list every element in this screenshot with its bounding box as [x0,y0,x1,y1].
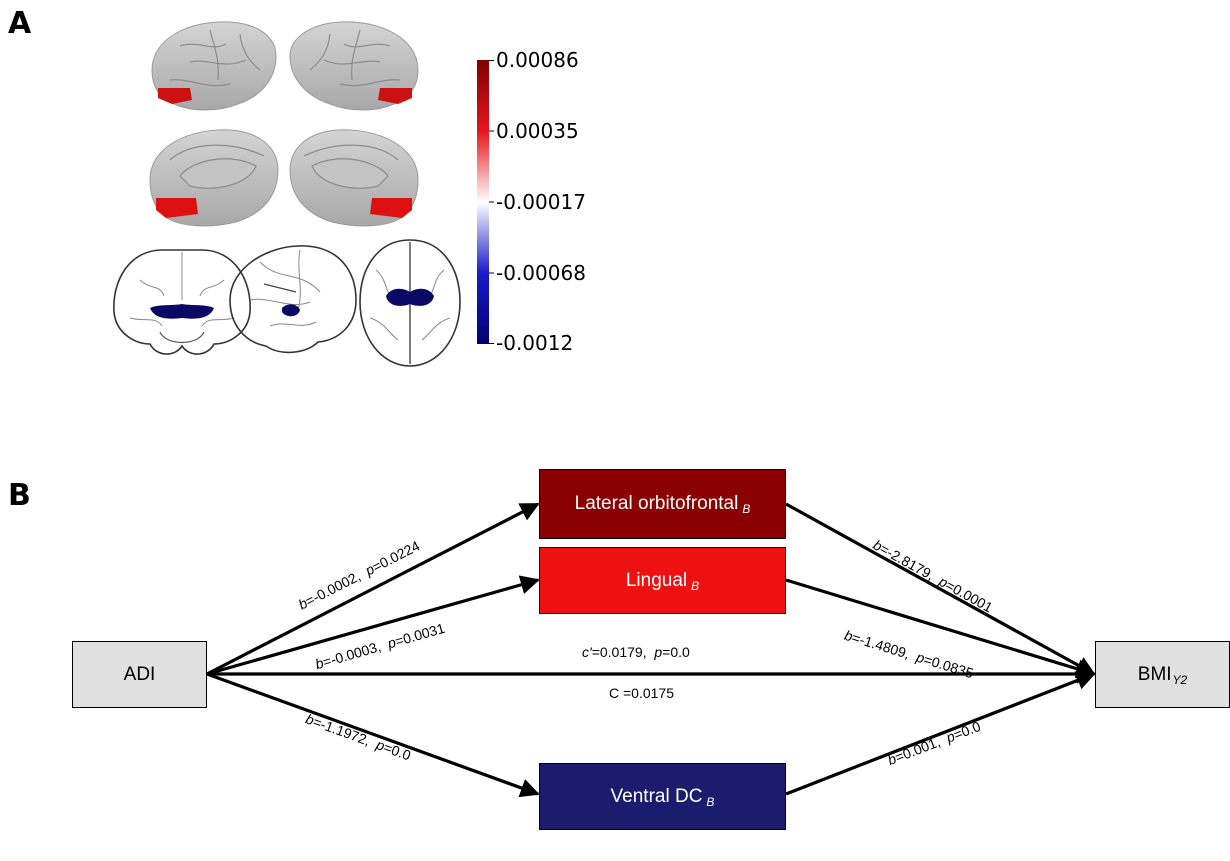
edge-label-total: C =0.0175 [609,685,674,701]
brain-renderings [113,21,461,367]
colorbar-tick-2: -0.00017 [496,190,586,214]
vdc-region-coronal [150,304,214,319]
lingual-region-right-medial [370,198,412,218]
right-hemisphere-medial [289,129,419,227]
node-bmi-label: BMI [1137,663,1172,685]
node-lingual-label: Lingual [625,569,688,591]
colorbar-tick-4: -0.0012 [496,331,574,355]
edge-direct-c-prime: 0.0179 [599,644,643,660]
left-hemisphere-lateral [151,21,277,111]
panel-a-label: A [8,6,32,41]
right-hemisphere-lateral [289,21,419,111]
node-vdc-subscript: B [706,794,715,809]
arrow-adi-vdc [206,672,540,798]
glass-brain-coronal [113,249,251,355]
glass-brain-sagittal [229,245,357,354]
lof-region-left-lateral [158,88,192,104]
arrow-vdc-bmi [785,671,1096,796]
node-lof-subscript: B [742,502,751,516]
node-bmi-subscript: Y2 [1172,672,1188,687]
arrow-adi-lingual [206,575,540,676]
node-lof-label: Lateral orbitofrontal [574,493,739,514]
node-vdc-label: Ventral DC [610,785,703,807]
colorbar-tick-1: 0.00035 [496,119,579,143]
arrow-lof-bmi [785,502,1096,676]
edge-direct-p: 0.0 [670,644,690,660]
edge-label-direct: c'=0.0179, p=0.0 [582,644,690,660]
left-hemisphere-medial [149,129,279,227]
vdc-region-axial [386,288,434,306]
edge-total-c: C =0.0175 [609,685,674,701]
vdc-region-sagittal [282,304,300,317]
lof-region-right-lateral [378,88,412,104]
arrow-adi-lof [206,502,540,676]
colorbar-tick-3: -0.00068 [496,261,586,285]
panel-b-label: B [8,478,31,513]
node-adi-label: ADI [123,663,156,685]
colorbar [477,60,494,344]
node-lingual-subscript: B [691,578,700,593]
arrow-lingual-bmi [785,578,1096,679]
node-adi: ADI [72,641,207,708]
colorbar-tick-0: 0.00086 [496,48,579,72]
glass-brain-axial [359,239,461,367]
lingual-region-left-medial [156,198,198,218]
